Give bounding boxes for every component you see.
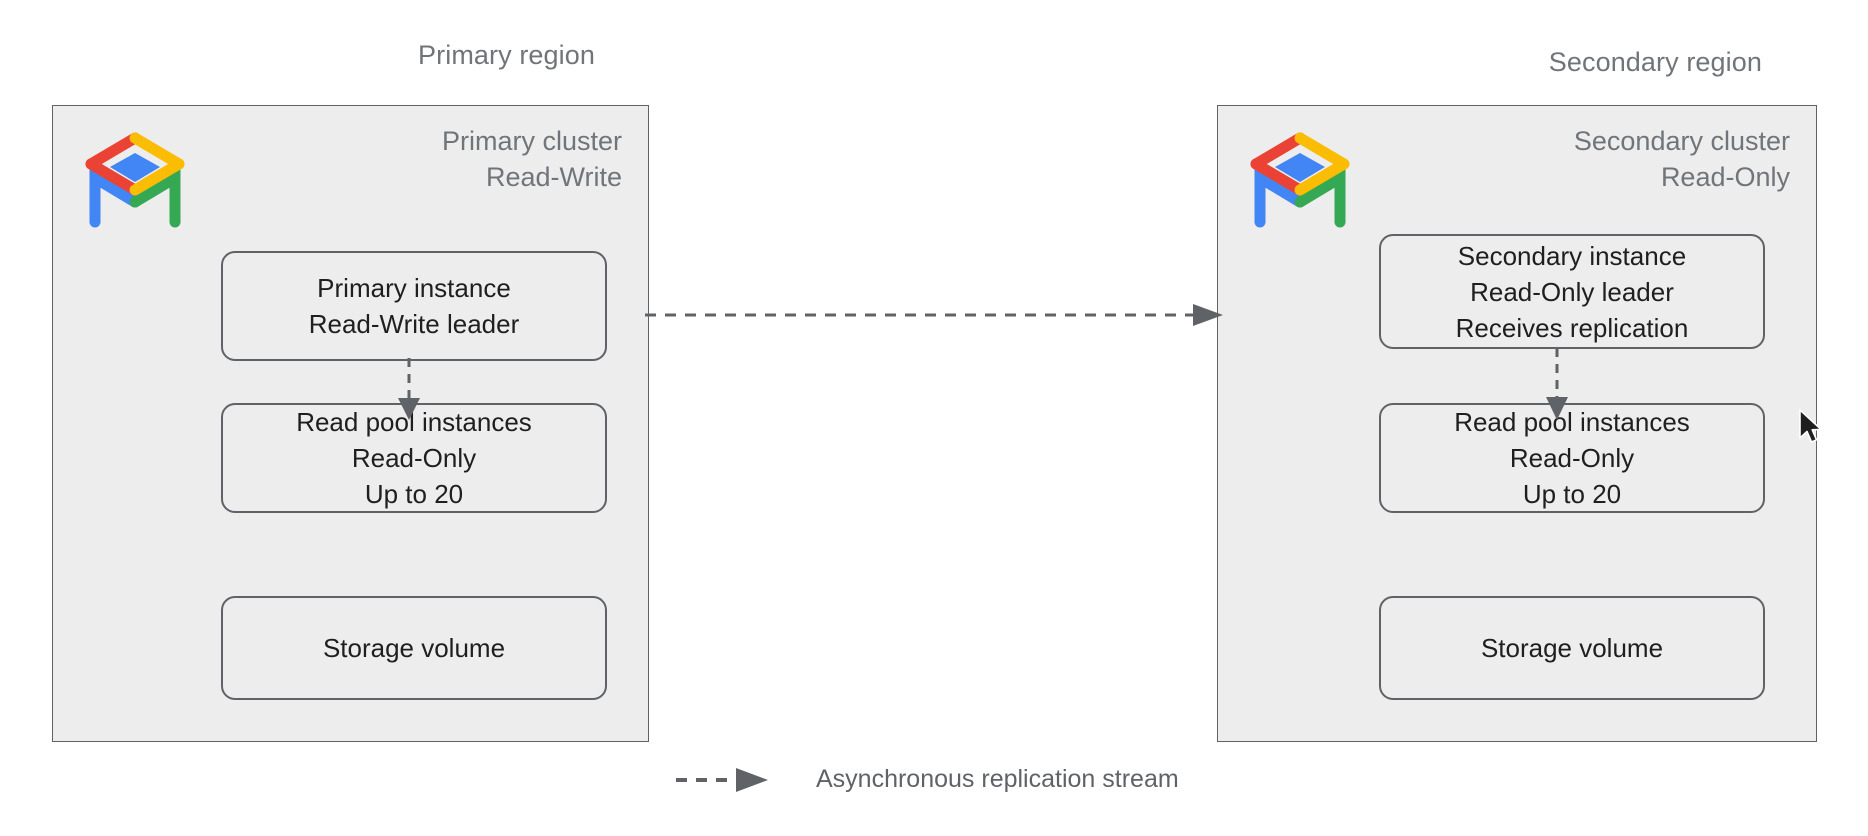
region-label-primary: Primary region [418,40,595,70]
alloydb-logo-icon [1250,132,1350,228]
cluster-secondary: Secondary cluster Read-Only Secondary in… [1217,105,1817,742]
node-secondary-storage-volume[interactable]: Storage volume [1379,596,1765,700]
legend-dashed-arrow-icon [676,767,768,792]
cluster-primary: Primary cluster Read-Write Primary insta… [52,105,649,742]
node-primary-instance[interactable]: Primary instance Read-Write leader [221,251,607,361]
alloydb-logo-icon [85,132,185,228]
region-label-secondary: Secondary region [1548,47,1762,77]
node-secondary-instance[interactable]: Secondary instance Read-Only leader Rece… [1379,234,1765,349]
node-primary-storage-volume[interactable]: Storage volume [221,596,607,700]
node-primary-read-pool-instances[interactable]: Read pool instances Read-Only Up to 20 [221,403,607,513]
legend: Asynchronous replication stream [676,765,1179,794]
legend-label: Asynchronous replication stream [816,765,1179,793]
node-secondary-read-pool-instances[interactable]: Read pool instances Read-Only Up to 20 [1379,403,1765,513]
arrow-async-replication-stream [645,304,1223,326]
cluster-caption-primary: Primary cluster Read-Write [441,126,622,192]
cluster-caption-secondary: Secondary cluster Read-Only [1573,126,1790,192]
